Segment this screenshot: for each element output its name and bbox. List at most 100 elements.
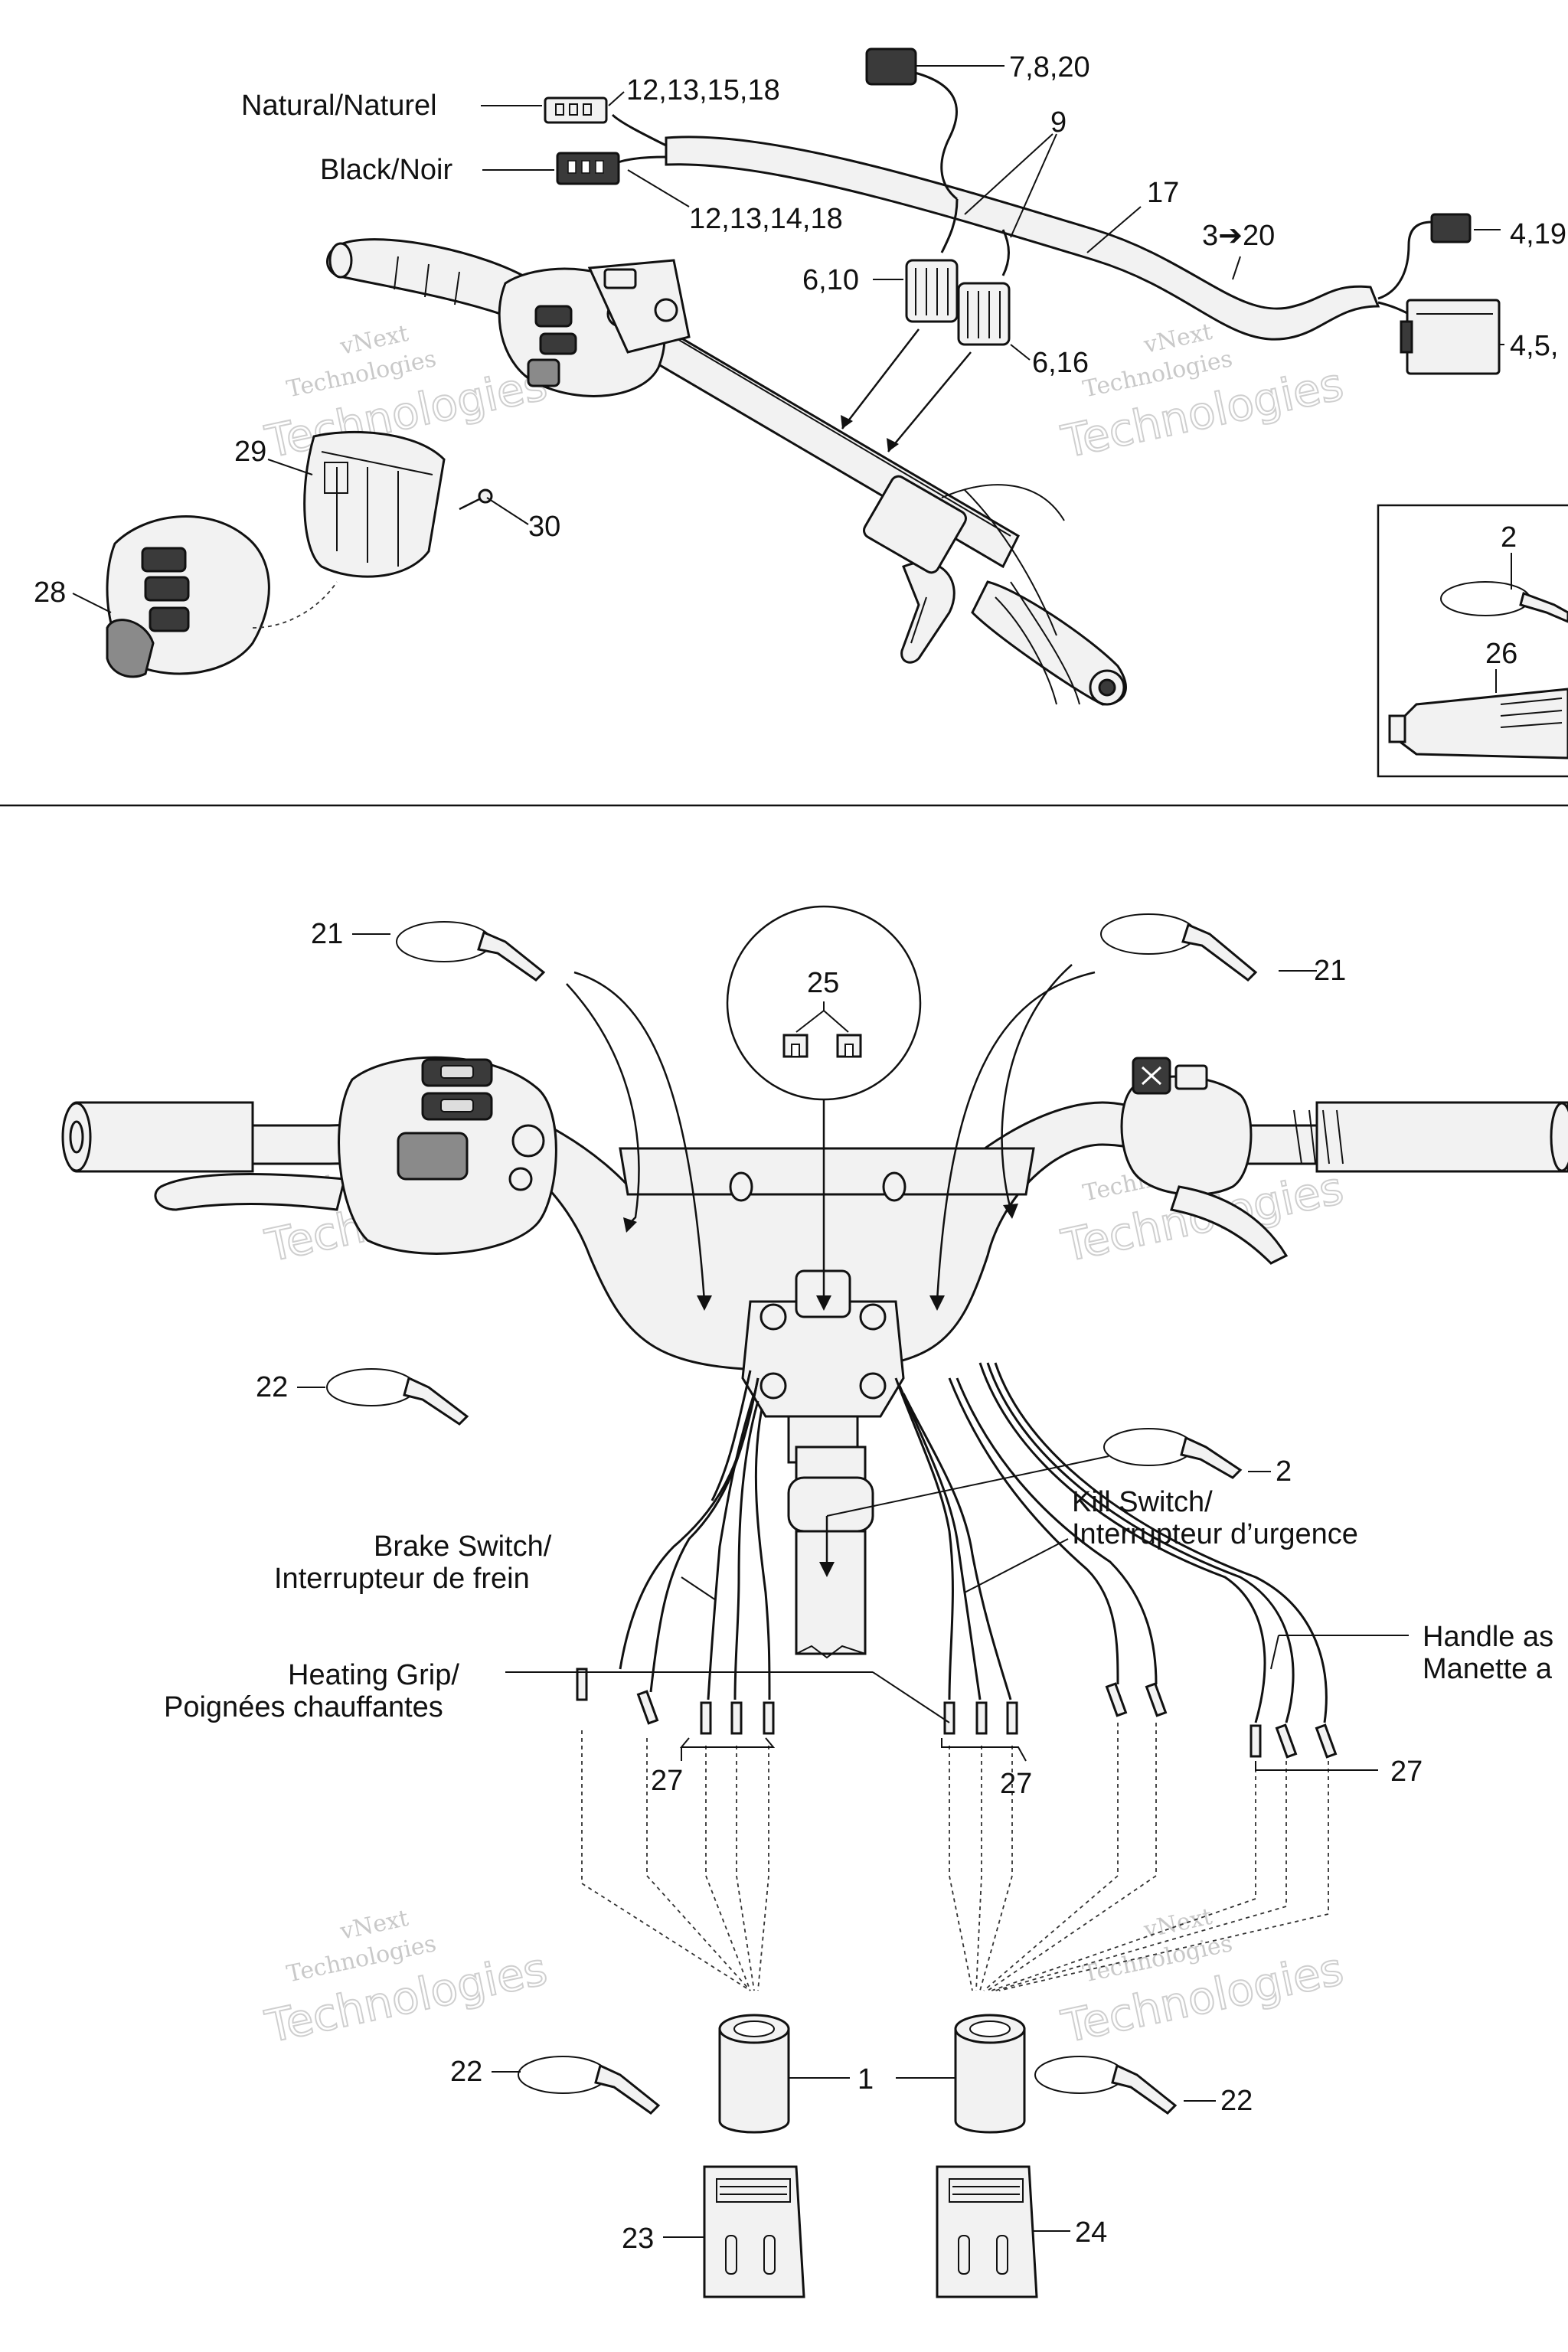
callout-27-left: 27 (651, 1765, 683, 1797)
throttle-lever (900, 561, 956, 664)
switch-housing-rear-cover (303, 430, 446, 578)
leader-line (964, 1538, 1069, 1593)
callout-27-mid: 27 (1000, 1768, 1032, 1800)
wire (733, 1400, 760, 1700)
label-brake-switch: Brake Switch/ (374, 1530, 552, 1563)
wire (956, 1377, 1158, 1685)
label-handle-assembly-fr: Manette a (1423, 1653, 1553, 1685)
arrowhead (816, 1295, 831, 1311)
cable-tie-2 (1103, 1428, 1243, 1479)
right-grip (971, 580, 1127, 706)
callout-7-8-20: 7,8,20 (1009, 51, 1090, 83)
callout-1: 1 (858, 2063, 874, 2096)
frame-outline (941, 484, 1065, 636)
callout-2: 2 (1276, 1455, 1292, 1488)
arrowhead (841, 415, 853, 429)
heat-shrink-sleeve (718, 2014, 790, 2134)
crossbar (619, 1147, 1035, 1202)
natural-connector (544, 96, 608, 124)
callout-12-13-15-18: 12,13,15,18 (626, 74, 780, 106)
label-handle-assembly: Handle as (1423, 1621, 1553, 1653)
module-4-5 (1400, 299, 1501, 375)
callout-22-upper: 22 (256, 1371, 288, 1403)
connector-7-8-20 (865, 47, 917, 86)
screw-30 (459, 488, 493, 511)
handlebar-edge (673, 336, 1011, 537)
brake-master-cylinder (587, 259, 691, 354)
frame-outline (995, 581, 1080, 705)
arrow-line (573, 971, 706, 1302)
left-grip (326, 238, 537, 323)
bracket-27-mid (941, 1738, 1027, 1762)
cable-tie-21-right (1100, 913, 1258, 982)
inset-callout-26: 26 (1485, 638, 1517, 670)
wire (948, 1377, 1119, 1685)
leader-line (1270, 1635, 1279, 1670)
leader-line (1010, 344, 1031, 361)
label-natural: Natural/Naturel (241, 90, 437, 122)
wire (707, 1393, 756, 1700)
black-connector (556, 152, 620, 185)
handlebar (228, 1101, 1349, 1372)
bracket-27-right (1255, 1761, 1378, 1771)
right-lever (1170, 1185, 1289, 1265)
leader-line (1232, 256, 1241, 280)
arrowhead (929, 1295, 945, 1311)
bottom-assembly-view: 21 21 25 22 2 Kill Switch/ Interrupteur … (61, 905, 1568, 2298)
callout-29: 29 (234, 436, 266, 468)
leader-line (1086, 206, 1142, 253)
right-control-housing (1120, 1057, 1253, 1196)
label-kill-switch-fr: Interrupteur d’urgence (1072, 1518, 1358, 1550)
left-grip (61, 1101, 254, 1173)
label-heating-grip-fr: Poignées chauffantes (164, 1691, 443, 1723)
label-heating-grip: Heating Grip/ (288, 1659, 459, 1691)
left-switch-housing (338, 1056, 557, 1255)
label-black: Black/Noir (320, 154, 452, 186)
arrowhead (819, 1562, 835, 1577)
leader-line (681, 1576, 717, 1601)
wire (986, 1362, 1295, 1723)
leader-line (964, 133, 1054, 215)
wire (1377, 301, 1410, 315)
callout-30: 30 (528, 511, 560, 543)
leader-line (826, 1455, 1109, 1517)
callout-25: 25 (807, 967, 839, 999)
connector-housing-23 (703, 2165, 805, 2298)
arrow-line (936, 971, 1096, 1302)
cable-tie-21-left (396, 921, 546, 982)
switch-housing-front (106, 515, 270, 678)
wire (649, 1377, 760, 1693)
heat-shrink-sleeve (954, 2014, 1026, 2134)
leader-line (72, 593, 112, 613)
label-brake-switch-fr: Interrupteur de frein (274, 1563, 530, 1595)
callout-21-right: 21 (1314, 955, 1346, 987)
cable-tie-22-left (518, 2056, 661, 2115)
inset-box: 2 26 (1377, 504, 1568, 778)
cable-tie-22-right (1034, 2056, 1178, 2115)
connector-4-19 (1430, 213, 1472, 243)
dashed-routing (581, 1723, 1329, 1991)
arrow-line (566, 983, 640, 1226)
cable-tie-2 (1440, 581, 1568, 623)
callout-22-right: 22 (1220, 2085, 1253, 2117)
callout-17: 17 (1147, 177, 1179, 209)
callout-3-20: 3➔20 (1202, 220, 1275, 252)
arrowhead (887, 438, 899, 452)
top-exploded-view: Natural/Naturel 12,13,15,18 Black/Noir 1… (34, 47, 1568, 778)
callout-4-19: 4,19 (1510, 218, 1566, 250)
inset-callout-2: 2 (1501, 521, 1517, 554)
callout-6-10: 6,10 (802, 264, 859, 296)
wire (1377, 220, 1432, 300)
leader-line (1010, 133, 1057, 238)
callout-9: 9 (1050, 106, 1067, 139)
leader-line (267, 459, 313, 475)
handlebar-tube (649, 327, 1020, 569)
wire (940, 198, 959, 253)
connector-6-16 (957, 282, 1011, 346)
leader-line (627, 169, 690, 207)
wire (1001, 229, 1010, 276)
arrowhead (1003, 1204, 1018, 1219)
cable-tie-22-upper (326, 1368, 469, 1426)
arrow-line (887, 351, 972, 452)
